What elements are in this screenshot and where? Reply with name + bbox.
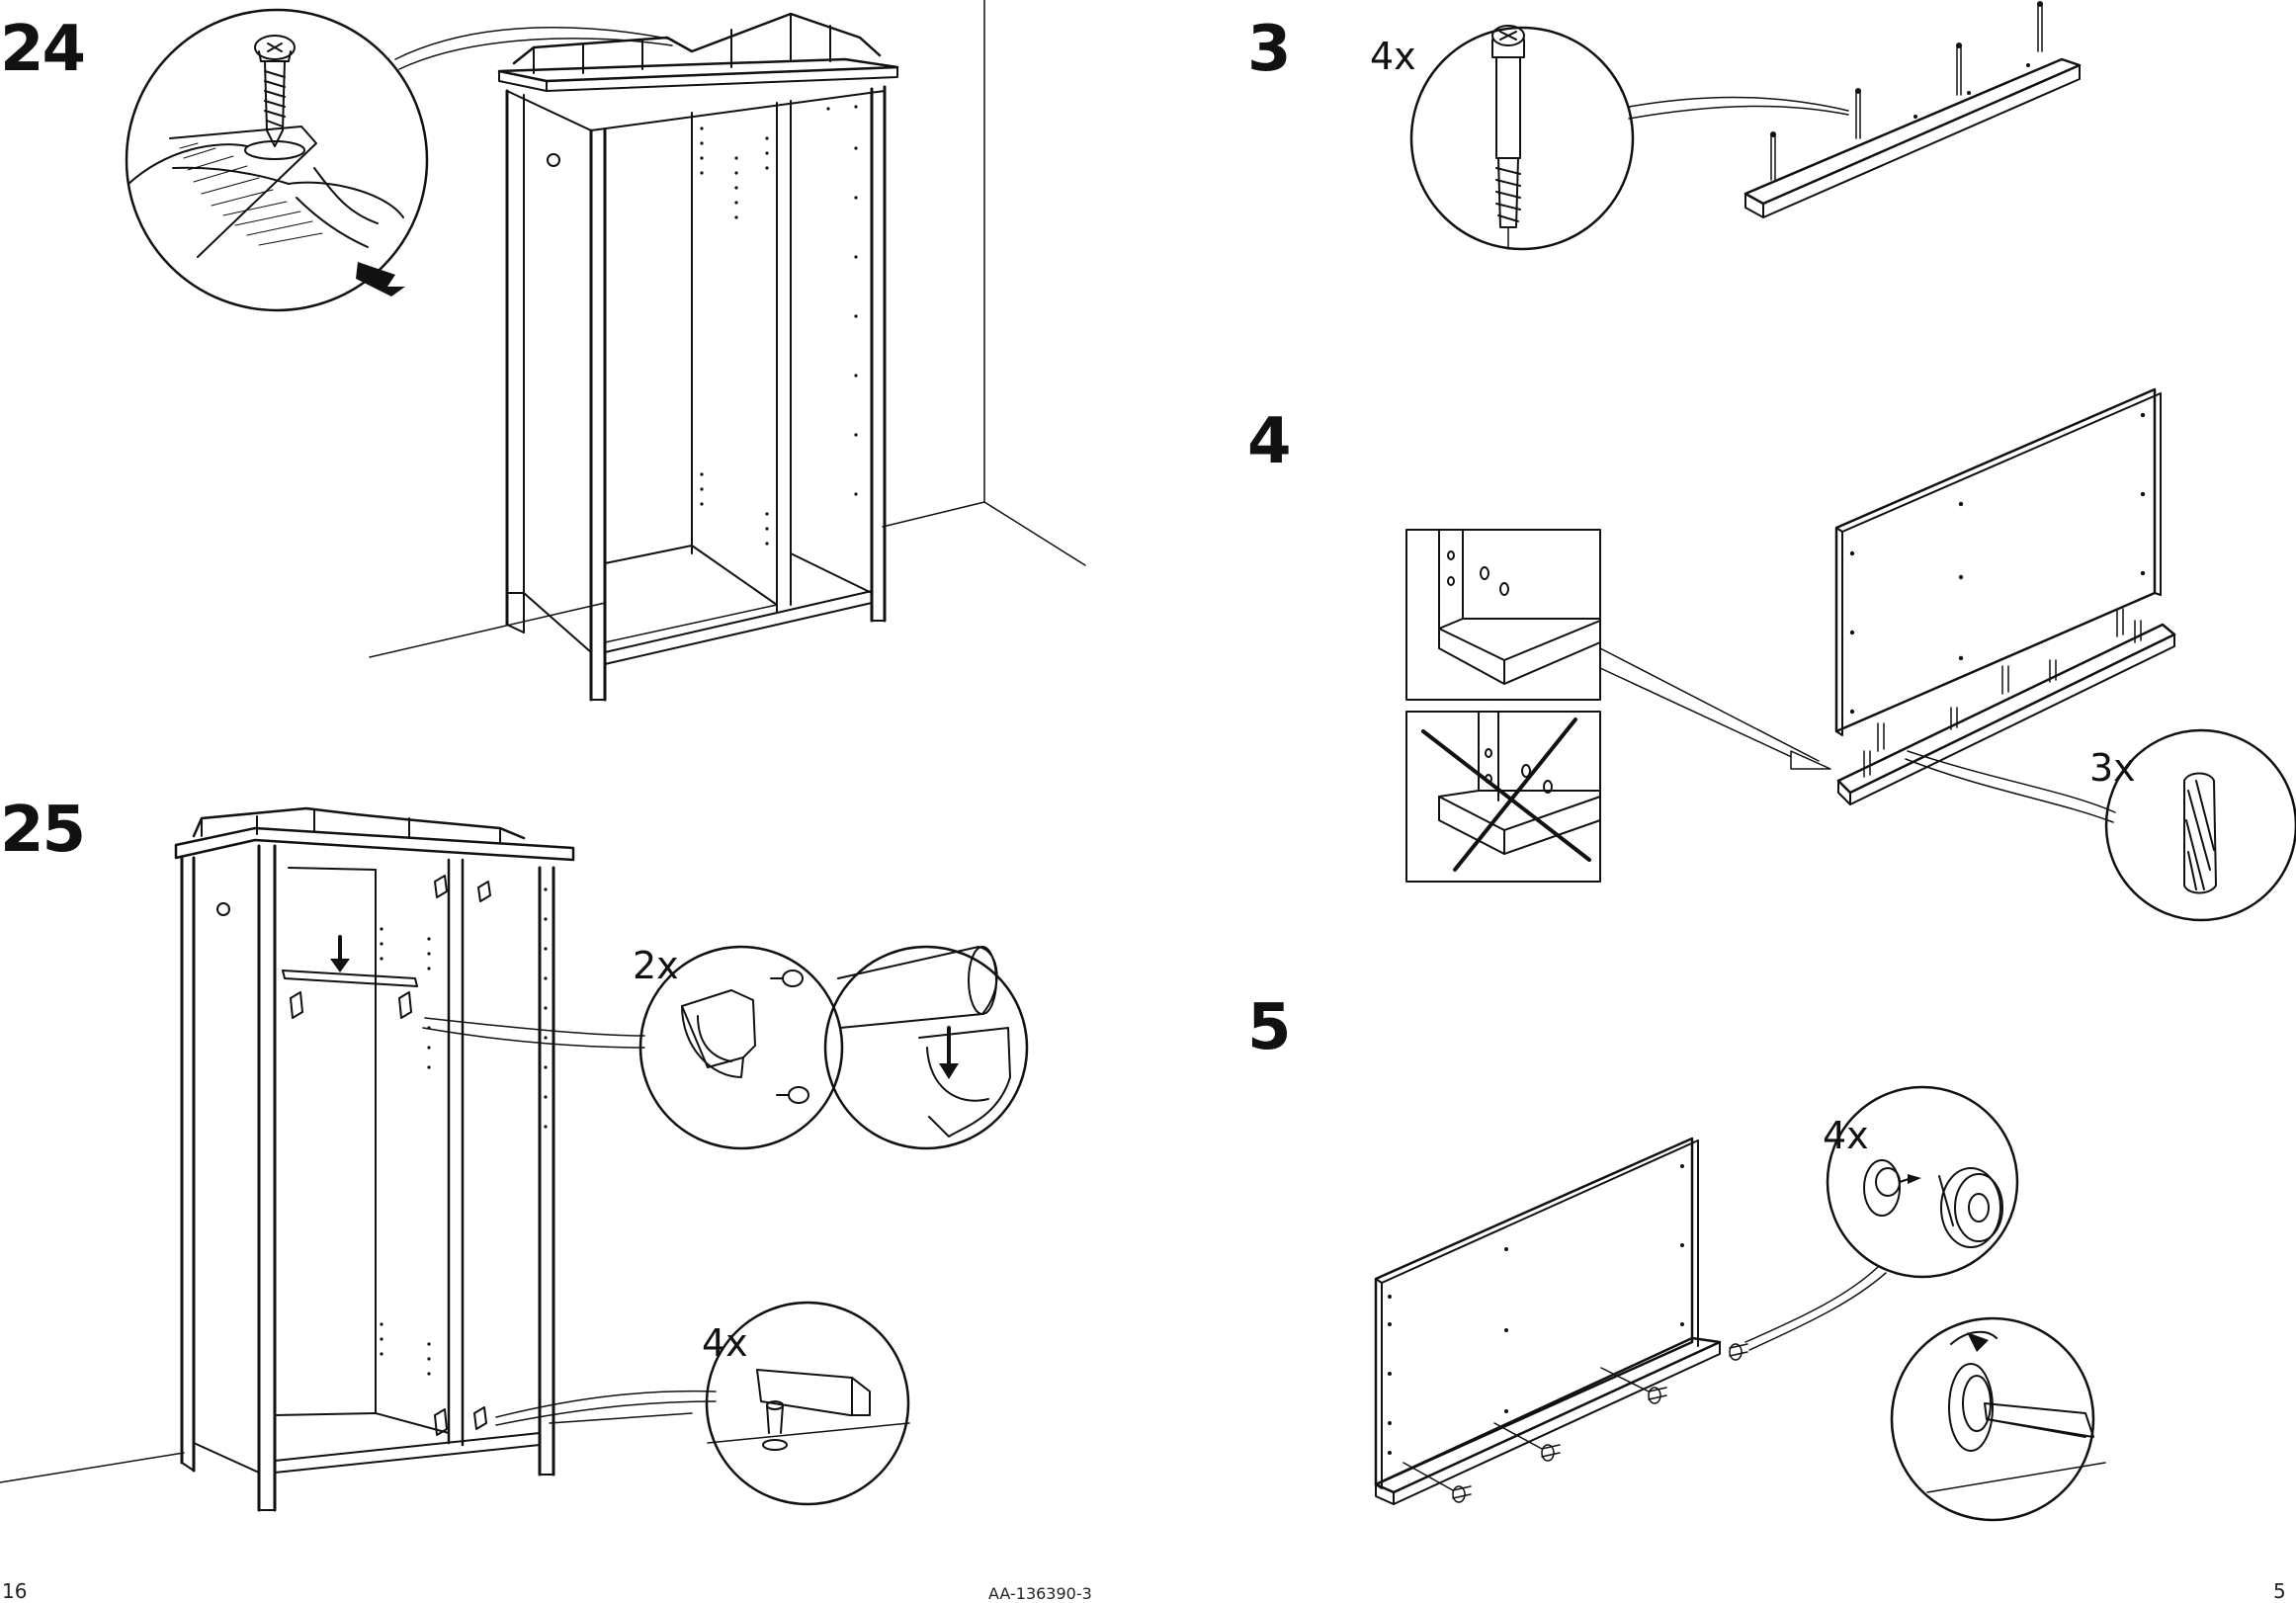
cam-bolt-icon <box>1492 26 1524 249</box>
step24-illustration <box>127 0 1085 700</box>
screw-icon <box>245 36 304 159</box>
step25-illustration <box>0 808 1027 1510</box>
step5-illustration <box>1376 1087 2105 1520</box>
step3-illustration <box>1411 1 2080 249</box>
cam-lock-icon <box>1864 1160 2002 1247</box>
step4-illustration <box>1406 389 2296 920</box>
